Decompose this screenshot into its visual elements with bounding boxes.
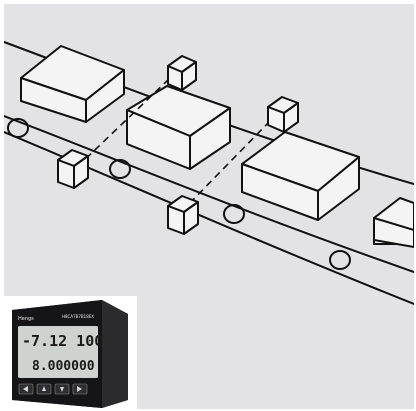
brand-label: Hengs	[18, 316, 34, 322]
counter-device-photo: Hengs H8CA7B7B18EX -7.12 100 8.000000	[4, 296, 137, 409]
roller-1	[7, 118, 29, 138]
belt-front-edge	[4, 115, 414, 273]
package-box-4	[373, 197, 414, 248]
conveyor-drawing	[4, 41, 414, 305]
package-box-1	[20, 45, 125, 123]
sensor-cube-top-2	[267, 96, 299, 133]
device-side	[102, 300, 128, 408]
model-label: H8CA7B7B18EX	[62, 314, 94, 319]
package-box-3	[241, 131, 360, 221]
sensor-beam-2	[183, 120, 271, 210]
sensor-cube-bottom-2	[167, 195, 199, 235]
display-bottom-value: 8.000000	[32, 359, 95, 374]
lcd-panel	[18, 326, 98, 378]
roller-2	[109, 159, 131, 179]
sensor-beam-1	[74, 78, 170, 170]
down-arrow-icon	[60, 387, 64, 392]
up-arrow-icon	[42, 386, 46, 391]
package-box-2	[126, 85, 231, 170]
left-arrow-icon	[23, 386, 28, 392]
sensor-cube-top-1	[167, 55, 197, 91]
roller-3	[223, 204, 245, 224]
counter-device-drawing: Hengs H8CA7B7B18EX -7.12 100 8.000000	[12, 300, 128, 408]
sensor-cube-bottom-1	[57, 149, 89, 189]
roller-4	[329, 250, 351, 270]
right-arrow-icon	[77, 386, 82, 392]
display-top-value: -7.12 100	[22, 332, 103, 350]
